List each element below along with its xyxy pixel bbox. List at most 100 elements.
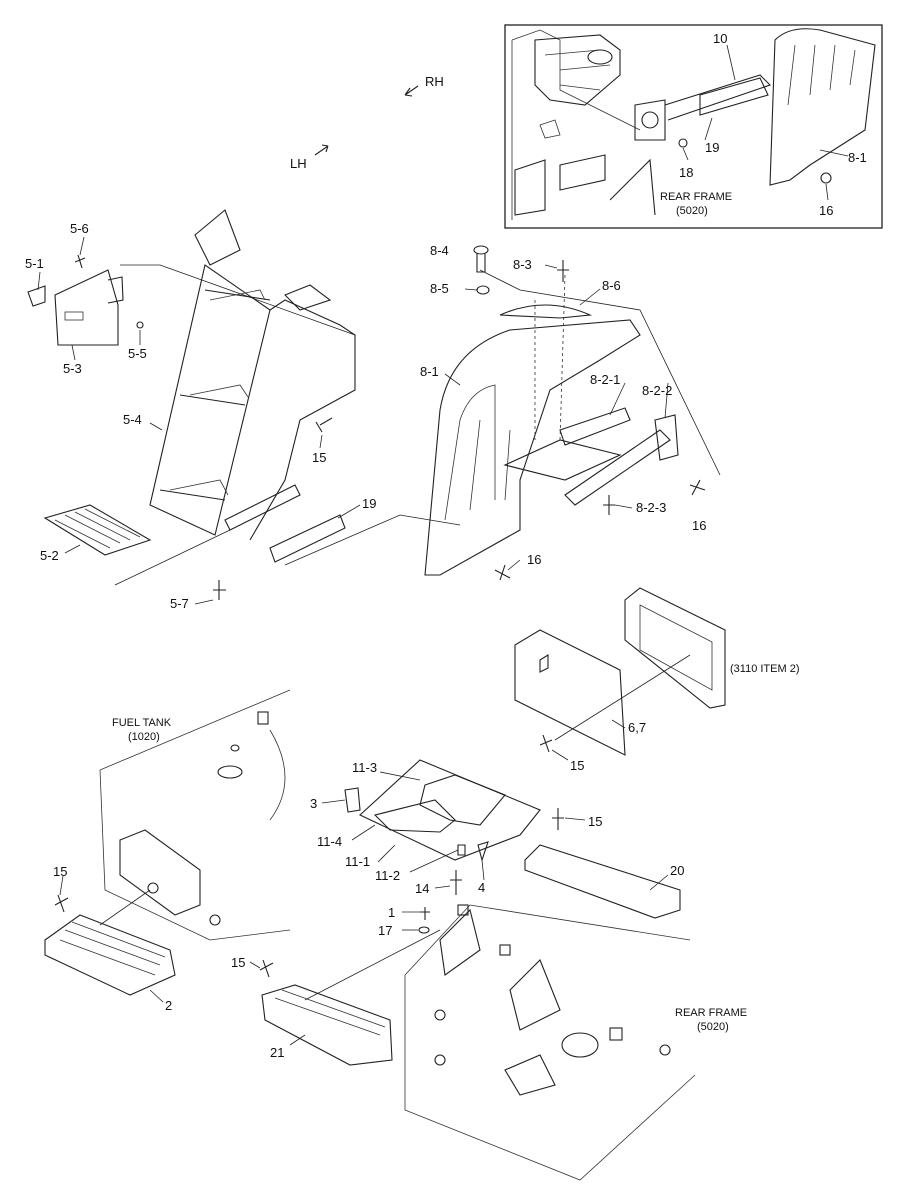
inset-frame-label: REAR FRAME <box>660 191 732 203</box>
rear-frame-code: (5020) <box>697 1021 729 1033</box>
callout-16-right: 16 <box>692 518 706 533</box>
cover-plate-11-1 <box>359 759 541 861</box>
callout-3: 3 <box>310 796 317 811</box>
callout-11-3: 11-3 <box>352 760 377 775</box>
rear-frame-outline <box>404 904 696 1181</box>
bolt-15-step-21 <box>259 959 274 978</box>
fuel-tank-code: (1020) <box>128 731 160 743</box>
ladder-side-panel <box>249 299 356 541</box>
callout-8-6: 8-6 <box>602 278 621 293</box>
rh-arrow-icon <box>404 85 419 97</box>
fuel-tank-sketch: FUEL TANK (1020) <box>99 689 291 941</box>
clip-5-1 <box>27 285 46 307</box>
tank-bracket <box>119 829 201 916</box>
callout-15-step-21: 15 <box>231 955 245 970</box>
clip-4 <box>477 841 489 862</box>
bolt-5-7 <box>213 580 226 600</box>
ref-3110-item-2: (3110 ITEM 2) <box>730 663 800 675</box>
ladder-frame-5-4 <box>149 264 271 536</box>
callout-16-lower: 16 <box>527 552 541 567</box>
plate-6-7 <box>514 629 626 756</box>
bolt-8-2-3 <box>603 495 615 515</box>
nut-5-5 <box>136 321 144 329</box>
callout-6-7: 6,7 <box>628 720 646 735</box>
inset-callout-8-1: 8-1 <box>848 150 867 165</box>
callout-5-1: 5-1 <box>25 256 44 271</box>
bolt-5-6 <box>74 254 86 269</box>
step-2: 15 2 <box>44 864 176 1013</box>
inset-fender-8-1 <box>769 28 876 186</box>
rh-label: RH <box>425 74 444 89</box>
callout-5-3: 5-3 <box>63 361 82 376</box>
callout-8-3: 8-3 <box>513 257 532 272</box>
cover-plate-assembly-6-7: (3110 ITEM 2) 6,7 15 <box>514 587 800 773</box>
direction-arrows: RH LH <box>290 74 444 171</box>
inset-bolt-16 <box>820 172 832 184</box>
plate-20 <box>524 844 681 919</box>
bracket-3 <box>344 787 361 813</box>
rear-frame-sketch: 20 1 17 REAR FRAME (5020) <box>378 844 747 1181</box>
callout-11-2: 11-2 <box>375 868 400 883</box>
callout-15-step-2: 15 <box>53 864 67 879</box>
bolt-16-right <box>689 479 706 496</box>
callout-15-plate: 15 <box>570 758 584 773</box>
inset-bracket-10 <box>664 74 772 121</box>
callout-2: 2 <box>165 998 172 1013</box>
bracket-8-2-2 <box>564 429 671 506</box>
fuel-tank-outline <box>99 689 291 941</box>
step-pad-5-2 <box>43 504 152 556</box>
callout-5-2: 5-2 <box>40 548 59 563</box>
inset-border <box>504 24 883 229</box>
callout-15-cover: 15 <box>588 814 602 829</box>
lh-label: LH <box>290 156 307 171</box>
callout-20: 20 <box>670 863 684 878</box>
step-21: 15 21 <box>231 929 441 1066</box>
bolt-15-ladder <box>315 417 333 433</box>
callout-11-4: 11-4 <box>317 834 342 849</box>
callout-5-5: 5-5 <box>128 346 147 361</box>
callout-14: 14 <box>415 881 429 896</box>
cover-plate-5-3 <box>54 269 119 346</box>
bracket-8-2-1 <box>503 439 622 481</box>
inset-frame-code: (5020) <box>676 205 708 217</box>
callout-5-7: 5-7 <box>170 596 189 611</box>
callout-1: 1 <box>388 905 395 920</box>
rear-frame-label: REAR FRAME <box>675 1007 747 1019</box>
callout-11-1: 11-1 <box>345 854 370 869</box>
bolt-11-2 <box>457 844 466 856</box>
inset-callout-16: 16 <box>819 203 833 218</box>
callout-5-4: 5-4 <box>123 412 142 427</box>
inset-plate-19 <box>699 77 769 116</box>
washer-8-5 <box>476 285 490 295</box>
washer-17 <box>418 926 430 934</box>
callout-8-2-2: 8-2-2 <box>642 383 672 398</box>
bolt-14 <box>450 870 462 895</box>
fender-8-1 <box>424 319 641 576</box>
step-assembly-5: 5-6 5-1 5-3 5-5 5-4 15 5-2 5-7 19 <box>25 209 461 611</box>
callout-8-2-3: 8-2-3 <box>636 500 666 515</box>
callout-19: 19 <box>362 496 376 511</box>
inset-callout-10: 10 <box>713 31 727 46</box>
fender-assembly-8: 8-4 8-3 8-5 8-6 8-1 8-2-1 8-2-2 8-2-3 16… <box>420 243 721 581</box>
pad-8-6 <box>499 304 593 319</box>
bolt-15-step-2 <box>54 894 69 913</box>
callout-8-1: 8-1 <box>420 364 439 379</box>
bolt-15-plate <box>539 734 553 753</box>
handle-11-4 <box>373 799 456 833</box>
inset-bolt-18 <box>678 138 688 148</box>
bolt-16-lower <box>494 564 511 581</box>
bolt-15-cover <box>552 808 564 830</box>
inset-detail: 10 19 18 8-1 16 REAR FRAME (5020) <box>504 24 883 229</box>
ladder-bracket <box>224 484 301 531</box>
inset-frame-edge <box>511 29 641 220</box>
inset-mount-block <box>534 34 621 106</box>
bolt-1 <box>420 907 430 920</box>
callout-4: 4 <box>478 880 485 895</box>
fuel-tank-label: FUEL TANK <box>112 717 172 729</box>
inset-callout-18: 18 <box>679 165 693 180</box>
inset-flange-plate <box>634 99 666 141</box>
ladder-top-tab <box>194 209 241 266</box>
callout-5-6: 5-6 <box>70 221 89 236</box>
callout-8-2-1: 8-2-1 <box>590 372 620 387</box>
